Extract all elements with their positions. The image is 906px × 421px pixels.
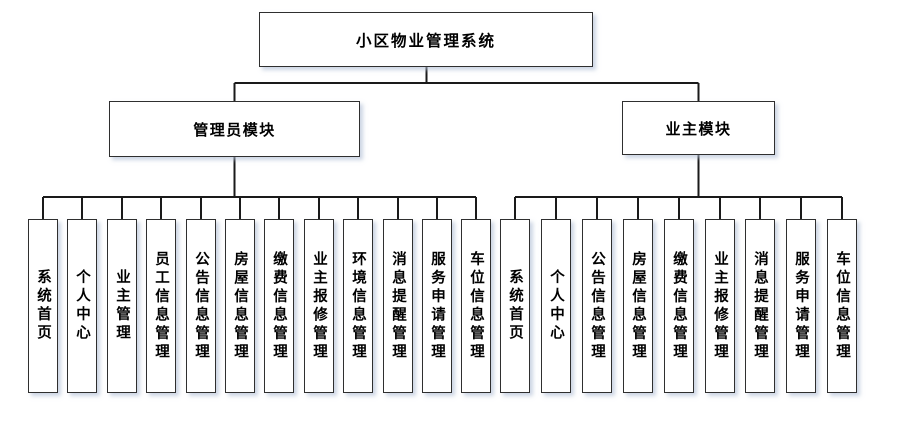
leaf-label: 服务申请管理 — [793, 250, 809, 362]
leaf-label: 房屋信息管理 — [232, 250, 248, 362]
owner-leaf-system-home: 系统首页 — [500, 219, 530, 393]
admin-leaf-service-request: 服务申请管理 — [422, 219, 452, 393]
leaf-label: 员工信息管理 — [153, 250, 169, 362]
leaf-label: 车位信息管理 — [834, 250, 850, 362]
leaf-label: 公告信息管理 — [193, 250, 209, 362]
admin-leaf-owner-mgmt: 业主管理 — [107, 219, 137, 393]
admin-leaf-house-info: 房屋信息管理 — [225, 219, 255, 393]
root-node: 小区物业管理系统 — [259, 12, 593, 67]
owner-leaf-house-info: 房屋信息管理 — [623, 219, 653, 393]
leaf-label: 系统首页 — [507, 269, 523, 343]
leaf-label: 业主管理 — [114, 269, 130, 343]
admin-leaf-announcement: 公告信息管理 — [186, 219, 216, 393]
owner-leaf-repair: 业主报修管理 — [705, 219, 735, 393]
owner-leaf-service-request: 服务申请管理 — [786, 219, 816, 393]
leaf-label: 个人中心 — [548, 269, 564, 343]
root-node-label: 小区物业管理系统 — [355, 32, 496, 50]
leaf-label: 房屋信息管理 — [630, 250, 646, 362]
leaf-label: 系统首页 — [35, 269, 51, 343]
leaf-label: 业主报修管理 — [311, 250, 327, 362]
admin-leaf-message-remind: 消息提醒管理 — [383, 219, 413, 393]
module-node-owner: 业主模块 — [622, 101, 775, 155]
leaf-label: 车位信息管理 — [468, 250, 484, 362]
owner-leaf-message-remind: 消息提醒管理 — [745, 219, 775, 393]
owner-leaf-announcement: 公告信息管理 — [582, 219, 612, 393]
admin-leaf-repair: 业主报修管理 — [304, 219, 334, 393]
admin-leaf-system-home: 系统首页 — [28, 219, 58, 393]
admin-leaf-employee-info: 员工信息管理 — [146, 219, 176, 393]
owner-leaf-payment-info: 缴费信息管理 — [664, 219, 694, 393]
leaf-label: 业主报修管理 — [712, 250, 728, 362]
admin-leaf-environment: 环境信息管理 — [343, 219, 373, 393]
leaf-label: 缴费信息管理 — [671, 250, 687, 362]
module-node-owner-label: 业主模块 — [665, 120, 732, 138]
admin-leaf-personal-center: 个人中心 — [67, 219, 97, 393]
leaf-label: 消息提醒管理 — [390, 250, 406, 362]
admin-leaf-parking-info: 车位信息管理 — [461, 219, 491, 393]
module-node-admin: 管理员模块 — [109, 101, 360, 157]
module-node-admin-label: 管理员模块 — [193, 121, 276, 139]
leaf-label: 环境信息管理 — [350, 250, 366, 362]
owner-leaf-personal-center: 个人中心 — [541, 219, 571, 393]
leaf-label: 个人中心 — [74, 269, 90, 343]
leaf-label: 消息提醒管理 — [752, 250, 768, 362]
leaf-label: 公告信息管理 — [589, 250, 605, 362]
leaf-label: 服务申请管理 — [429, 250, 445, 362]
leaf-label: 缴费信息管理 — [271, 250, 287, 362]
owner-leaf-parking-info: 车位信息管理 — [827, 219, 857, 393]
admin-leaf-payment-info: 缴费信息管理 — [264, 219, 294, 393]
